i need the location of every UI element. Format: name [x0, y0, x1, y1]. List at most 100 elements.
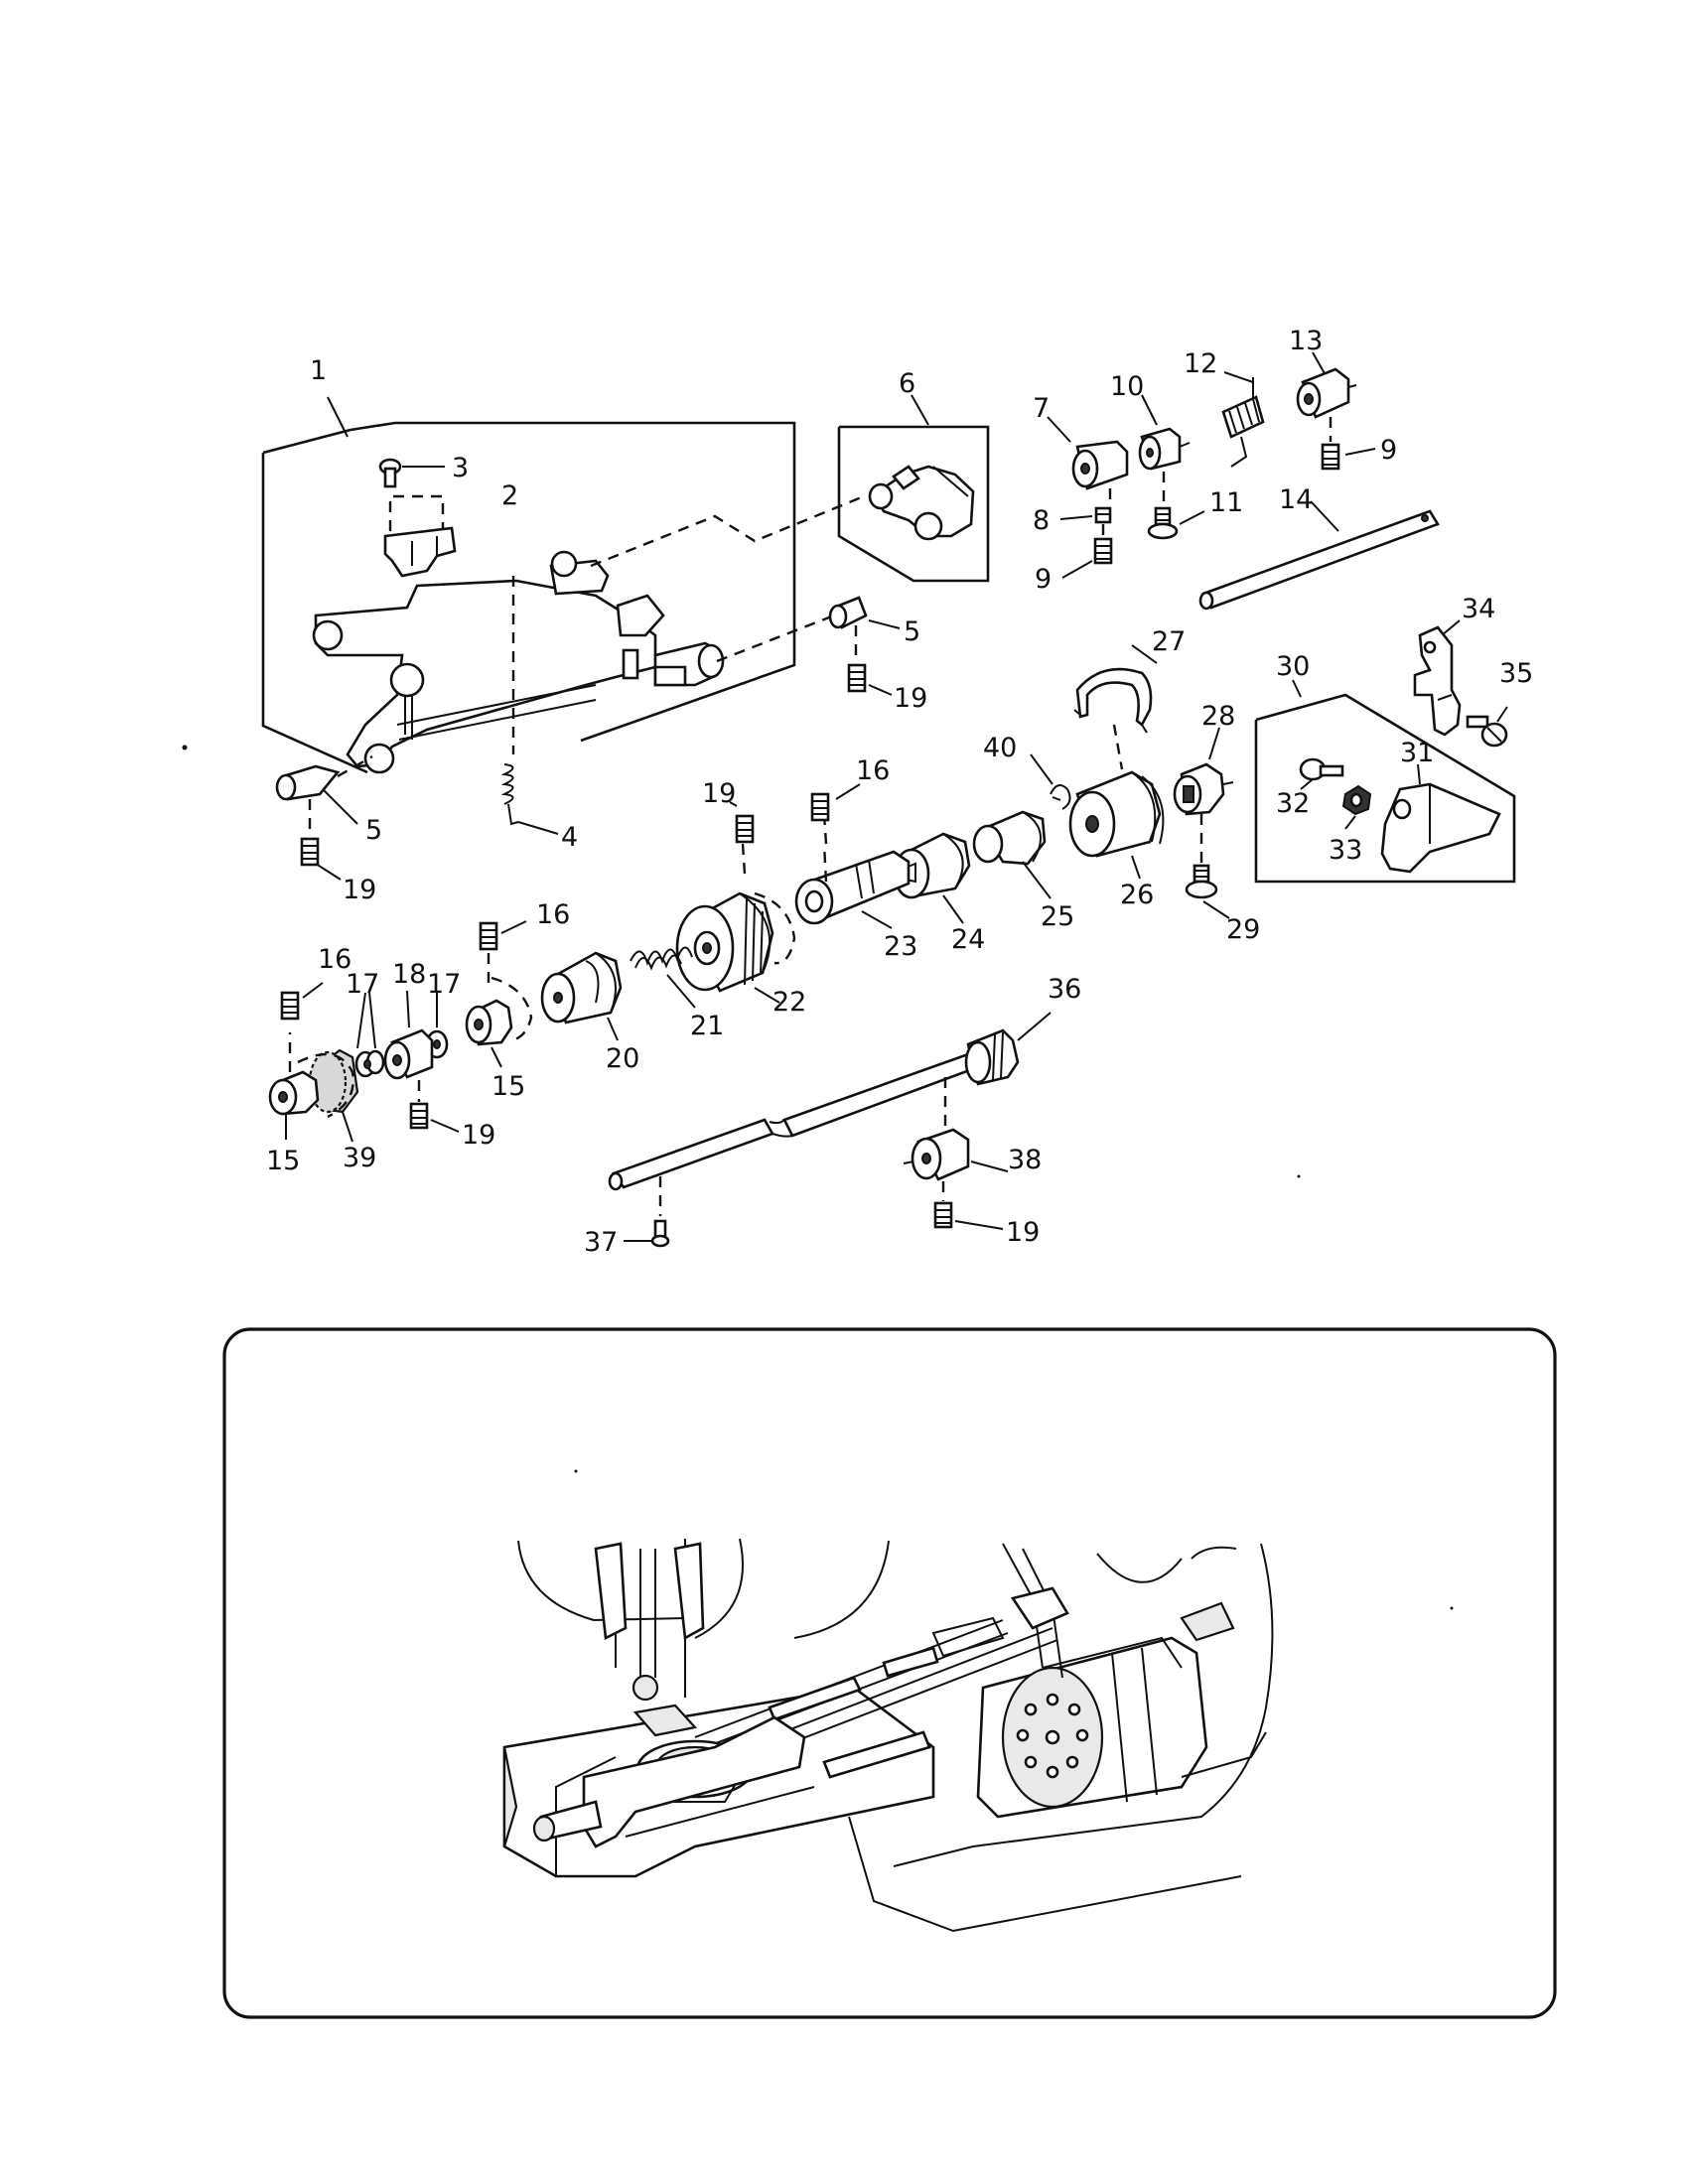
- part-13-bushing: [1296, 351, 1357, 442]
- callout-39: 39: [343, 1143, 376, 1173]
- part-22-gear: [675, 843, 796, 1004]
- callout-16-left: 16: [318, 944, 351, 975]
- callout-27: 27: [1152, 626, 1186, 657]
- callout-5-right: 5: [904, 616, 920, 647]
- callout-19-c: 19: [702, 778, 736, 809]
- callout-2: 2: [501, 480, 518, 511]
- callout-11: 11: [1209, 487, 1243, 518]
- part-17-washer-left: [354, 992, 385, 1078]
- callout-23: 23: [884, 931, 917, 962]
- part-14-shaft: [1198, 500, 1440, 611]
- callout-40: 40: [983, 733, 1017, 763]
- part-15-collar-left: [268, 1032, 320, 1140]
- part-12-torsion-spring: [1221, 371, 1265, 468]
- callout-30: 30: [1276, 651, 1310, 682]
- group-box-1: [261, 396, 796, 774]
- callout-19-a: 19: [894, 683, 927, 714]
- machine-location-inset: [222, 1327, 1557, 2019]
- part-4-spring: [500, 576, 559, 835]
- part-36-main-shaft: [608, 1012, 1052, 1191]
- part-16-setscrew-b: [479, 920, 527, 951]
- callout-9-lower: 9: [1035, 564, 1052, 595]
- callout-6: 6: [899, 368, 915, 399]
- part-34-bracket: [1413, 619, 1462, 737]
- callout-5-left: 5: [365, 815, 382, 846]
- callout-8: 8: [1033, 505, 1050, 536]
- callout-16-middle: 16: [536, 899, 570, 930]
- callout-16-upper: 16: [856, 755, 890, 786]
- callout-38: 38: [1008, 1145, 1042, 1175]
- part-20-pulley-hub: [540, 951, 623, 1041]
- part-23-sleeve: [794, 813, 911, 929]
- callout-18: 18: [392, 959, 426, 990]
- callout-13: 13: [1289, 326, 1323, 356]
- callout-7: 7: [1033, 393, 1050, 424]
- part-38-bushing: [903, 1128, 1009, 1201]
- callout-14: 14: [1279, 484, 1313, 515]
- callout-26: 26: [1120, 880, 1154, 910]
- part-8-small-screw: [1059, 506, 1112, 536]
- part-19-setscrew-a: [847, 663, 893, 696]
- part-19-setscrew-c: [729, 801, 755, 844]
- callout-20: 20: [606, 1043, 639, 1074]
- part-11-screw: [1147, 506, 1205, 540]
- part-10-collar: [1138, 394, 1191, 506]
- callout-19-d: 19: [462, 1120, 495, 1151]
- callout-1: 1: [310, 355, 327, 386]
- callout-32: 32: [1276, 788, 1310, 819]
- part-35-screw: [1466, 706, 1508, 748]
- part-19-setscrew-b: [300, 837, 342, 881]
- part-29-screw: [1185, 864, 1230, 919]
- part-27-spring-clip: [1073, 644, 1158, 770]
- callout-15-middle: 15: [491, 1071, 525, 1102]
- feed-bar-frame: [312, 550, 725, 774]
- part-15-collar-middle: [465, 948, 533, 1068]
- callout-4: 4: [561, 822, 578, 853]
- callout-17-right: 17: [427, 969, 461, 1000]
- callout-19-e: 19: [1006, 1217, 1040, 1248]
- part-5-right-pin: [828, 596, 901, 663]
- part-16-setscrew-c: [280, 982, 324, 1021]
- callout-28: 28: [1201, 701, 1235, 732]
- part-16-setscrew-a: [810, 783, 861, 822]
- part-40-e-ring: [1030, 753, 1071, 810]
- part-26-pulley: [1068, 770, 1165, 880]
- motor-vents: [1016, 1693, 1089, 1779]
- part-18-bushing: [383, 990, 434, 1102]
- callout-9-upper: 9: [1380, 435, 1397, 466]
- part-37-screw: [624, 1176, 670, 1248]
- callout-25: 25: [1041, 901, 1074, 932]
- callout-3: 3: [452, 453, 469, 483]
- callout-21: 21: [690, 1011, 724, 1041]
- callout-10: 10: [1110, 371, 1144, 402]
- callout-35: 35: [1499, 658, 1533, 689]
- part-21-spring: [630, 946, 696, 1009]
- callout-36: 36: [1048, 974, 1081, 1005]
- callout-19-b: 19: [343, 875, 376, 905]
- group-box-30: [1254, 679, 1516, 884]
- callout-29: 29: [1226, 914, 1260, 945]
- part-9-setscrew-upper: [1321, 443, 1376, 471]
- part-28-collar: [1173, 727, 1234, 864]
- callout-34: 34: [1462, 594, 1495, 624]
- group-box-6: [837, 394, 990, 583]
- callout-12: 12: [1184, 348, 1217, 379]
- part-9-setscrew-lower: [1061, 537, 1113, 579]
- part-7-bushing: [1047, 416, 1129, 506]
- part-19-setscrew-e: [933, 1201, 1004, 1230]
- part-19-setscrew-d: [409, 1102, 460, 1133]
- part-5-left-pin: [275, 754, 373, 836]
- part-3-screw: [378, 458, 445, 488]
- callout-24: 24: [951, 924, 985, 955]
- callout-15-left: 15: [266, 1146, 300, 1176]
- callout-labels: 1 2 3 4 5 5 6 7 8 9 9 10 11 12 13 14 15 …: [266, 326, 1533, 1258]
- callout-22: 22: [772, 987, 806, 1018]
- part-25-cam: [972, 810, 1052, 899]
- callout-17-left: 17: [346, 969, 379, 1000]
- callout-33: 33: [1329, 835, 1362, 866]
- callout-31: 31: [1400, 738, 1434, 768]
- part-2-bracket: [383, 494, 457, 578]
- part-39-gear-disk: [297, 1048, 359, 1143]
- callout-37: 37: [584, 1227, 618, 1258]
